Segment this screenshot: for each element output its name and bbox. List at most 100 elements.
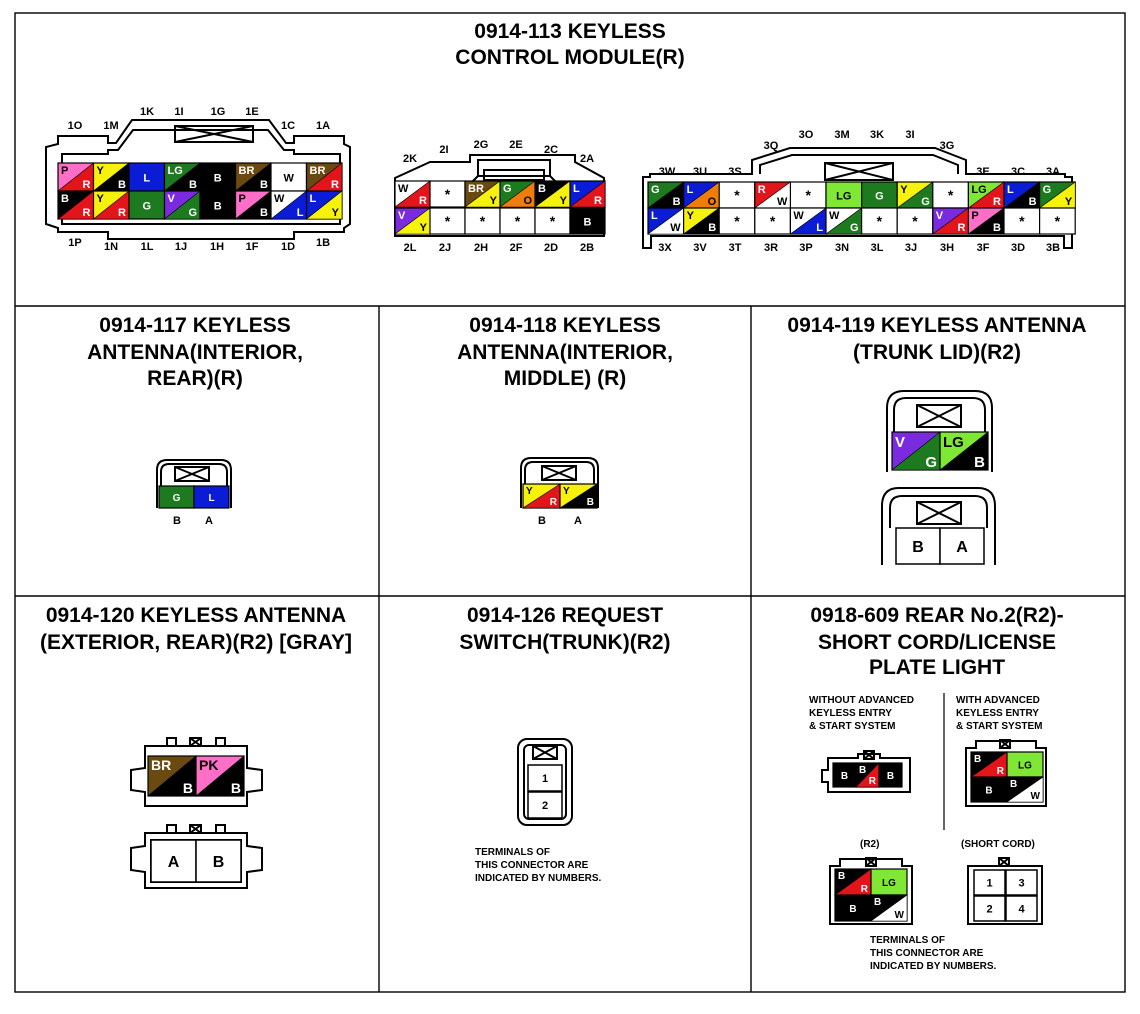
empty-cavity-mark: * bbox=[912, 213, 918, 229]
pin-label: 1B bbox=[316, 237, 330, 249]
cavity: PB bbox=[234, 190, 272, 220]
pin-label: 3M bbox=[834, 129, 849, 141]
cavity: L bbox=[128, 162, 166, 192]
svg-text:& START SYSTEM: & START SYSTEM bbox=[809, 721, 895, 732]
terminal-label: A bbox=[956, 539, 968, 556]
svg-text:0914-120 KEYLESS ANTENNA: 0914-120 KEYLESS ANTENNA bbox=[46, 604, 346, 627]
cavity: B bbox=[878, 762, 903, 788]
wire-color-code: LG bbox=[943, 434, 964, 451]
panel-113-title: 0914-113 KEYLESS CONTROL MODULE(R) bbox=[455, 20, 684, 69]
terminal-label: A bbox=[168, 854, 180, 871]
wire-color-code: LG bbox=[882, 878, 896, 889]
svg-text:0914-113 KEYLESS: 0914-113 KEYLESS bbox=[474, 20, 665, 43]
wire-color-code: L bbox=[143, 173, 150, 185]
wire-stripe-code: G bbox=[925, 454, 937, 471]
cavity: BRR bbox=[305, 162, 343, 192]
wire-color-code: Y bbox=[563, 486, 570, 497]
cavity: YB bbox=[92, 162, 130, 192]
wire-color-code: W bbox=[284, 173, 295, 185]
cavity: BR bbox=[855, 762, 880, 788]
pin-label: 2I bbox=[439, 144, 448, 156]
wire-color-code: B bbox=[61, 193, 69, 205]
cavity: WG bbox=[825, 207, 863, 235]
wire-color-code: W bbox=[398, 183, 409, 195]
svg-text:KEYLESS ENTRY: KEYLESS ENTRY bbox=[956, 708, 1039, 719]
wire-color-code: L bbox=[310, 193, 317, 205]
connector-609-with-housing bbox=[965, 739, 1047, 807]
wire-color-code: L bbox=[687, 184, 694, 196]
cavity: LO bbox=[682, 181, 720, 209]
cavity: LW bbox=[647, 207, 685, 235]
cavity: BR bbox=[57, 190, 95, 220]
empty-cavity-mark: * bbox=[877, 213, 883, 229]
svg-text:TERMINALS OF: TERMINALS OF bbox=[475, 847, 550, 858]
wire-color-code: P bbox=[239, 193, 246, 205]
terminal-cavity: B bbox=[195, 839, 242, 883]
cavity: BRY bbox=[464, 180, 501, 208]
svg-text:WITHOUT ADVANCED: WITHOUT ADVANCED bbox=[809, 695, 914, 706]
wire-stripe-code: G bbox=[921, 196, 930, 208]
cavity: * bbox=[860, 207, 898, 235]
wire-color-code: B bbox=[849, 904, 856, 915]
terminal-label: 2 bbox=[542, 800, 548, 812]
cavity: * bbox=[499, 207, 536, 235]
pin-label: 3H bbox=[940, 242, 954, 254]
connector-609-r2-housing bbox=[829, 857, 913, 925]
wire-color-code: LG bbox=[1018, 761, 1032, 772]
wire-color-code: BR bbox=[239, 165, 255, 177]
svg-text:(TRUNK LID)(R2): (TRUNK LID)(R2) bbox=[853, 341, 1021, 364]
wire-color-code: B bbox=[584, 217, 592, 229]
wire-stripe-code: R bbox=[594, 195, 602, 207]
wire-color-code: BR bbox=[468, 183, 484, 195]
pin-label: 1I bbox=[174, 106, 183, 118]
cavity: * bbox=[534, 207, 571, 235]
wire-color-code: G bbox=[503, 183, 512, 195]
pin-label: 2K bbox=[403, 153, 417, 165]
wire-stripe-code: O bbox=[523, 195, 532, 207]
pin-label: 2J bbox=[439, 242, 451, 254]
wire-stripe-code: Y bbox=[560, 195, 568, 207]
wire-color-code: LG bbox=[168, 165, 183, 177]
wire-stripe-code: B bbox=[183, 780, 193, 796]
wire-stripe-code: R bbox=[997, 766, 1005, 777]
cavity: LGR bbox=[967, 181, 1005, 209]
pin-label: 3S bbox=[728, 166, 741, 178]
wire-color-code: Y bbox=[97, 193, 105, 205]
terminal-label: 1 bbox=[986, 877, 992, 889]
connector-119-harness-housing bbox=[886, 390, 993, 472]
pin-label: B bbox=[538, 515, 546, 527]
cavity: BR bbox=[834, 868, 872, 896]
cavity: * bbox=[429, 207, 466, 235]
wire-stripe-code: Y bbox=[1065, 196, 1073, 208]
empty-cavity-mark: * bbox=[770, 213, 776, 229]
pin-label: 3P bbox=[799, 242, 812, 254]
cavity: VY bbox=[394, 207, 431, 235]
wire-color-code: B bbox=[838, 871, 845, 882]
cavity: * bbox=[754, 207, 791, 235]
pin-label: 1H bbox=[210, 241, 224, 253]
wire-color-code: G bbox=[875, 191, 884, 203]
wire-color-code: LG bbox=[836, 191, 851, 203]
wire-color-code: BR bbox=[310, 165, 326, 177]
svg-text:& START SYSTEM: & START SYSTEM bbox=[956, 721, 1042, 732]
pin-label: 2F bbox=[510, 242, 523, 254]
wire-stripe-code: W bbox=[777, 196, 788, 208]
cavity: LGB bbox=[939, 431, 989, 471]
pin-label: 3V bbox=[693, 242, 707, 254]
panel-126-title: 0914-126 REQUEST SWITCH(TRUNK)(R2) bbox=[459, 604, 670, 654]
svg-text:0914-119 KEYLESS ANTENNA: 0914-119 KEYLESS ANTENNA bbox=[787, 314, 1086, 337]
cavity: * bbox=[1003, 207, 1041, 235]
pin-label: B bbox=[173, 515, 181, 527]
cavity: PKB bbox=[195, 755, 245, 797]
empty-cavity-mark: * bbox=[480, 213, 486, 229]
cavity: LY bbox=[305, 190, 343, 220]
pin-label: 3E bbox=[976, 166, 989, 178]
wire-stripe-code: W bbox=[1031, 791, 1041, 802]
connector-118-housing bbox=[520, 457, 599, 508]
pin-label: 3L bbox=[871, 242, 884, 254]
cavity: G bbox=[860, 181, 898, 209]
